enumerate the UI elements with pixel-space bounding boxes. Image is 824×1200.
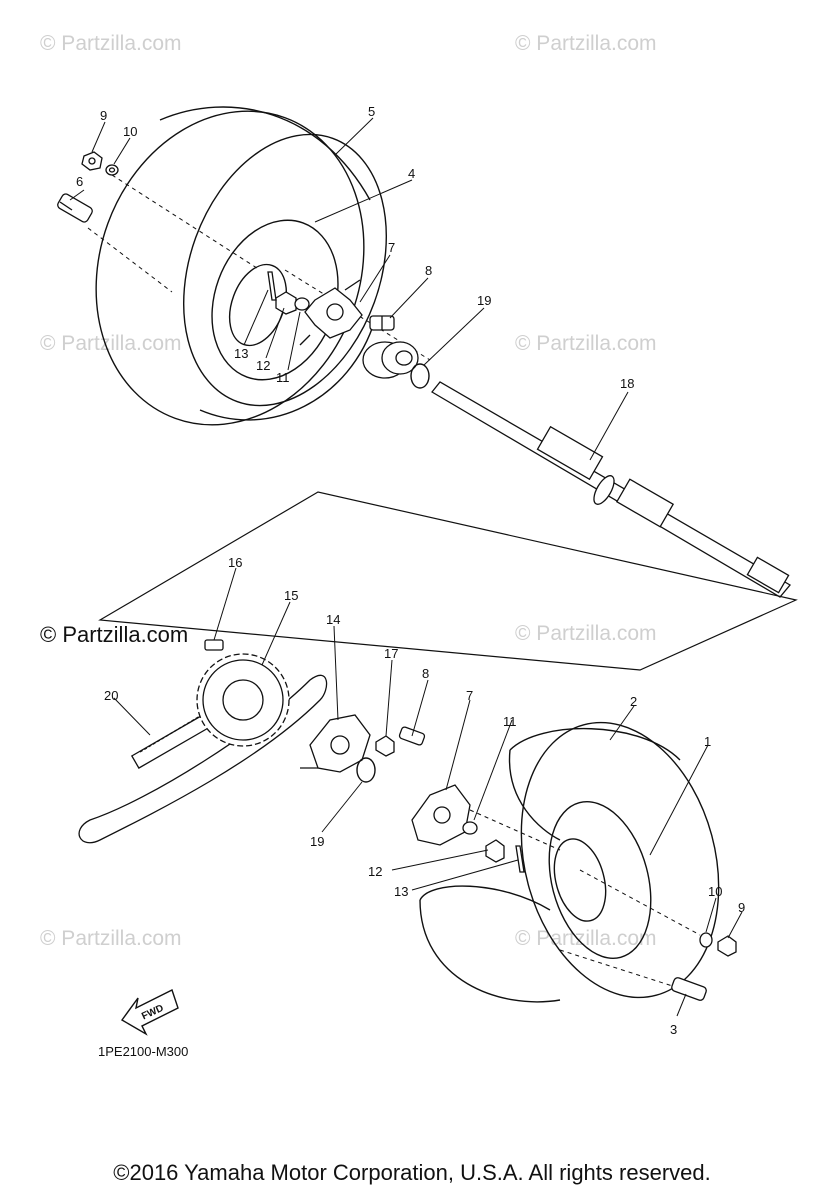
assembly-frame — [98, 491, 798, 671]
callout-19-upper: 19 — [477, 293, 491, 308]
bolt-part-16 — [204, 639, 224, 651]
upper-centerlines — [87, 174, 431, 361]
watermark: © Partzilla.com — [515, 622, 657, 645]
callout-8-upper: 8 — [425, 263, 432, 278]
callout-20: 20 — [104, 688, 118, 703]
callout-14: 14 — [326, 612, 340, 627]
drive-chain-part-20 — [78, 674, 328, 844]
watermark: © Partzilla.com — [40, 332, 182, 355]
callout-13-lower: 13 — [394, 884, 408, 899]
callout-numbers: 5 4 7 8 19 18 9 10 6 13 12 11 16 15 14 1… — [76, 104, 745, 1037]
callout-10-lower: 10 — [708, 884, 722, 899]
callout-15: 15 — [284, 588, 298, 603]
callout-16: 16 — [228, 555, 242, 570]
washer-part-11-lower — [462, 821, 478, 835]
copyright-notice: ©2016 Yamaha Motor Corporation, U.S.A. A… — [113, 1160, 711, 1185]
nut-part-17 — [375, 735, 395, 757]
callout-19-lower: 19 — [310, 834, 324, 849]
callout-9-lower: 9 — [738, 900, 745, 915]
cotter-pin-part-13-lower — [515, 845, 525, 873]
callout-18: 18 — [620, 376, 634, 391]
nut-part-9-upper — [81, 151, 103, 171]
cotter-pin-part-13-upper — [267, 271, 277, 301]
diagram-code: 1PE2100-M300 — [98, 1044, 188, 1059]
valve-stem-part-3 — [671, 977, 707, 1001]
nut-part-12-lower — [485, 839, 505, 863]
callout-10-upper: 10 — [123, 124, 137, 139]
callout-3: 3 — [670, 1022, 677, 1037]
bearing-upper — [362, 341, 419, 379]
leader-lines — [69, 117, 743, 1017]
callout-9-upper: 9 — [100, 108, 107, 123]
watermark: © Partzilla.com — [40, 927, 182, 950]
callout-13-upper: 13 — [234, 346, 248, 361]
washer-part-10-upper — [105, 164, 119, 176]
forward-direction-arrow: FWD — [120, 989, 179, 1036]
nut-part-9-lower — [717, 935, 737, 957]
callout-12-upper: 12 — [256, 358, 270, 373]
sprocket-part-15 — [196, 653, 290, 747]
watermark: © Partzilla.com — [515, 927, 657, 950]
callout-17: 17 — [384, 646, 398, 661]
callout-2: 2 — [630, 694, 637, 709]
sprocket-hub-part-14 — [300, 714, 371, 773]
upper-wheel — [95, 106, 388, 426]
watermark: © Partzilla.com — [40, 32, 182, 55]
exploded-parts-diagram: © Partzilla.com © Partzilla.com © Partzi… — [40, 32, 798, 1059]
callout-8-lower: 8 — [422, 666, 429, 681]
callout-12-lower: 12 — [368, 864, 382, 879]
lower-centerlines — [469, 809, 701, 991]
callout-4: 4 — [408, 166, 415, 181]
bolt-part-8-upper — [369, 315, 395, 331]
watermark: © Partzilla.com — [515, 332, 657, 355]
valve-stem-part-6 — [57, 193, 93, 223]
callout-7-upper: 7 — [388, 240, 395, 255]
washer-part-11-upper — [294, 297, 310, 311]
axle-shaft-part-18 — [431, 381, 791, 598]
o-ring-part-19-upper — [410, 363, 430, 389]
nut-part-12-upper — [275, 291, 297, 315]
hub-part-7-lower — [411, 784, 471, 846]
hub-part-7-upper — [299, 279, 363, 346]
watermark: © Partzilla.com — [515, 32, 657, 55]
callout-11-upper: 11 — [276, 370, 290, 385]
callout-5: 5 — [368, 104, 375, 119]
callout-1: 1 — [704, 734, 711, 749]
callout-11-lower: 11 — [503, 714, 517, 729]
lower-wheel — [419, 721, 720, 1003]
o-ring-part-19-lower — [356, 757, 376, 783]
callout-7-lower: 7 — [466, 688, 473, 703]
callout-6: 6 — [76, 174, 83, 189]
washer-part-10-lower — [699, 932, 713, 948]
